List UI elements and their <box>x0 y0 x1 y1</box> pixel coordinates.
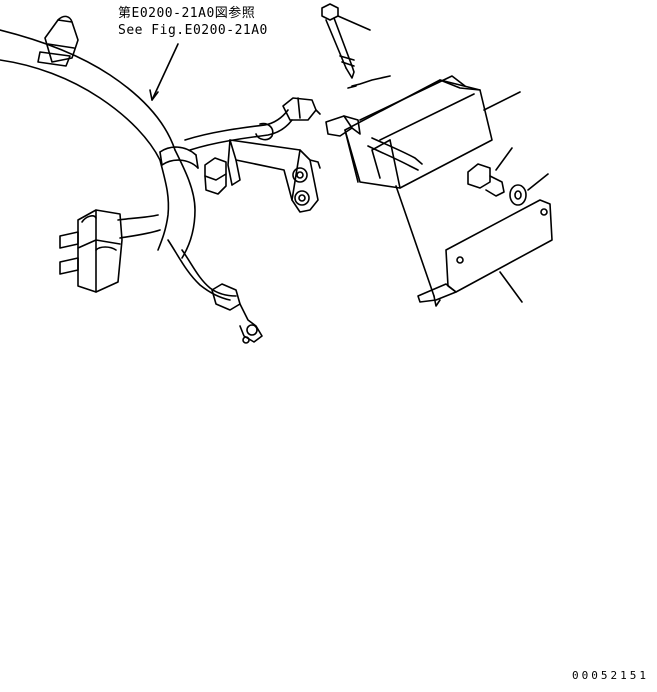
drawing-number: 00052151 <box>572 669 649 682</box>
reference-label-english: See Fig.E0200-21A0 <box>118 23 268 38</box>
long-bolt <box>322 4 370 78</box>
dual-connector <box>60 210 122 292</box>
reference-label-japanese: 第E0200-21A0図参照 <box>118 6 256 21</box>
hex-bolt-small <box>468 148 512 196</box>
harness-sleeve <box>160 147 198 168</box>
bracket-bolt-upper <box>293 168 307 182</box>
small-connector-upper <box>283 98 320 120</box>
plain-washer <box>510 174 548 205</box>
bracket-nut <box>205 158 226 194</box>
washer-leader <box>352 76 390 86</box>
mounting-plate <box>396 186 552 306</box>
mounting-bracket <box>205 140 320 212</box>
reference-leader <box>152 44 178 100</box>
controller-box <box>326 76 520 188</box>
wire-harness <box>0 16 320 343</box>
ring-terminal-lower <box>212 284 262 343</box>
bracket-bolt-lower <box>295 191 309 205</box>
harness-clamp-upper <box>38 16 78 66</box>
